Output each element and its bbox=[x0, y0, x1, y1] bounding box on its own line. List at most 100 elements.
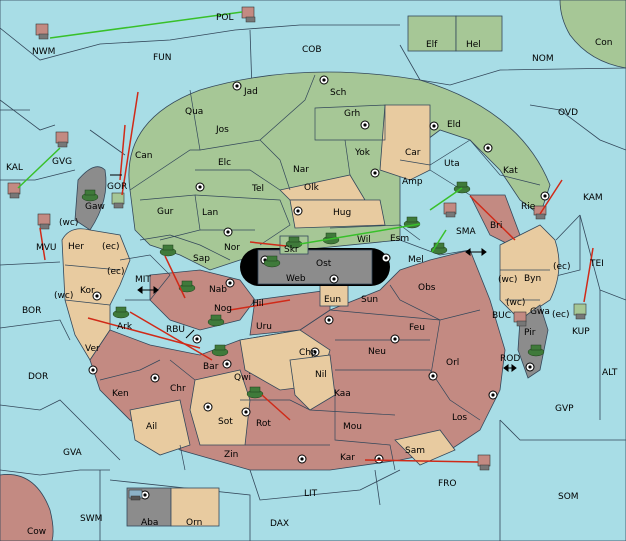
region-orn bbox=[170, 487, 220, 527]
label-gur: Gur bbox=[157, 207, 174, 217]
label-mou: Mou bbox=[343, 422, 362, 432]
coast-arrows bbox=[110, 174, 517, 372]
fleet-icon bbox=[573, 303, 587, 320]
label-mit: MIT bbox=[135, 275, 151, 285]
supply-center bbox=[429, 121, 439, 131]
supply-center bbox=[381, 253, 391, 263]
supply-center bbox=[374, 454, 384, 464]
label-coast-wc: (wc) bbox=[59, 218, 78, 228]
label-neu: Neu bbox=[368, 347, 386, 357]
army-icon bbox=[246, 386, 264, 399]
label-bor: BOR bbox=[22, 306, 41, 316]
label-gwa: Gwa bbox=[530, 307, 550, 317]
label-dor: DOR bbox=[28, 372, 48, 382]
label-fun: FUN bbox=[153, 53, 172, 63]
supply-center bbox=[540, 191, 550, 201]
label-lit: LIT bbox=[304, 489, 318, 499]
label-gor: GOR bbox=[107, 182, 127, 192]
label-nog: Nog bbox=[214, 304, 232, 314]
army-icon bbox=[112, 306, 130, 319]
region-hel bbox=[455, 15, 503, 52]
supply-center bbox=[297, 454, 307, 464]
label-amp: Amp bbox=[402, 177, 423, 187]
orders-support bbox=[17, 11, 463, 253]
label-coast-ec: (ec) bbox=[552, 310, 570, 320]
land-name-labels: Elf Hel Con Jad Sch Qua Jos Grh Eld Can … bbox=[27, 38, 613, 537]
island-elf-hel bbox=[407, 15, 503, 52]
label-tei: TEI bbox=[589, 259, 604, 269]
label-sma: SMA bbox=[456, 227, 476, 237]
label-nor: Nor bbox=[224, 243, 240, 253]
label-bar: Bar bbox=[203, 362, 219, 372]
label-sot: Sot bbox=[218, 417, 233, 427]
label-qua: Qua bbox=[185, 107, 203, 117]
label-grh: Grh bbox=[344, 109, 360, 119]
label-chr: Chr bbox=[170, 384, 186, 394]
label-car: Car bbox=[405, 148, 421, 158]
sea-borders bbox=[0, 24, 626, 541]
fleet-icon bbox=[128, 489, 143, 501]
label-elc: Elc bbox=[218, 158, 231, 168]
label-gvp: GVP bbox=[555, 404, 574, 414]
label-sam: Sam bbox=[405, 446, 425, 456]
label-bri: Bri bbox=[490, 221, 502, 231]
land-borders bbox=[64, 74, 550, 471]
label-olk: Olk bbox=[304, 183, 320, 193]
region-web-ost bbox=[257, 249, 373, 285]
supply-center bbox=[324, 315, 334, 325]
label-feu: Feu bbox=[409, 323, 425, 333]
label-dax: DAX bbox=[270, 519, 289, 529]
supply-center bbox=[241, 407, 251, 417]
label-kor: Kor bbox=[80, 286, 95, 296]
supply-center bbox=[310, 347, 320, 357]
label-som: SOM bbox=[558, 492, 579, 502]
label-ovd: OVD bbox=[558, 108, 578, 118]
label-coast-ec: (ec) bbox=[102, 242, 120, 252]
label-sch: Sch bbox=[330, 88, 346, 98]
label-ver: Ver bbox=[85, 344, 100, 354]
label-rod: ROD bbox=[500, 354, 520, 364]
label-zin: Zin bbox=[224, 450, 238, 460]
orders-attack bbox=[39, 91, 594, 463]
label-nom: NOM bbox=[532, 54, 554, 64]
label-sun: Sun bbox=[361, 295, 378, 305]
label-hil: Hil bbox=[252, 299, 264, 309]
label-jad: Jad bbox=[243, 87, 258, 97]
supply-center bbox=[525, 362, 535, 372]
label-gvg: GVG bbox=[52, 157, 72, 167]
label-nab: Nab bbox=[209, 285, 227, 295]
continent bbox=[61, 71, 560, 471]
label-gaw: Gaw bbox=[85, 202, 105, 212]
supply-center bbox=[195, 182, 205, 192]
label-ken: Ken bbox=[112, 389, 129, 399]
supply-center bbox=[203, 402, 213, 412]
label-pir: Pir bbox=[524, 328, 536, 338]
label-esm: Esm bbox=[390, 234, 409, 244]
army-icon bbox=[211, 344, 229, 357]
supply-center bbox=[88, 365, 98, 375]
label-sap: Sap bbox=[193, 254, 210, 264]
label-los: Los bbox=[452, 413, 467, 423]
label-qwi: Qwi bbox=[234, 373, 251, 383]
army-icon bbox=[81, 189, 99, 202]
label-lan: Lan bbox=[202, 208, 218, 218]
label-uta: Uta bbox=[444, 159, 460, 169]
label-her: Her bbox=[68, 242, 84, 252]
coast-labels: (wc) (ec) (ec) (wc) (wc) (ec) (wc) (ec) bbox=[54, 218, 571, 320]
label-yok: Yok bbox=[354, 148, 371, 158]
label-skr: Skr bbox=[284, 245, 299, 255]
label-rbu: RBU bbox=[166, 325, 185, 335]
region-elf bbox=[407, 15, 457, 52]
label-tel: Tel bbox=[251, 184, 264, 194]
label-mel: Mel bbox=[408, 255, 424, 265]
army-icon bbox=[159, 244, 177, 257]
supply-center bbox=[150, 373, 160, 383]
fleet-icon bbox=[513, 311, 527, 327]
label-elf: Elf bbox=[426, 40, 438, 50]
fleet-icon bbox=[35, 23, 49, 40]
label-hug: Hug bbox=[333, 208, 351, 218]
label-hel: Hel bbox=[466, 40, 481, 50]
label-can: Can bbox=[135, 151, 153, 161]
label-swm: SWM bbox=[80, 514, 102, 524]
